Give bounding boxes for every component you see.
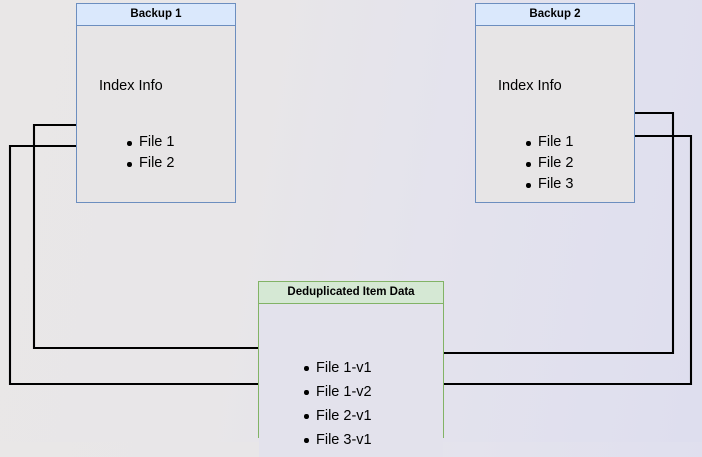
backup1-file-list: File 1 File 2 (126, 132, 174, 174)
diagram-canvas: Backup 1 Index Info File 1 File 2 Backup… (8, 3, 693, 457)
backup2-file-list: File 1 File 2 File 3 (525, 132, 573, 195)
backup1-box[interactable]: Backup 1 Index Info File 1 File 2 (76, 3, 236, 203)
backup2-box[interactable]: Backup 2 Index Info File 1 File 2 File 3 (475, 3, 635, 203)
backup1-body: Index Info File 1 File 2 (77, 26, 235, 203)
list-item[interactable]: File 1 (126, 132, 174, 153)
dedup-body: File 1-v1 File 1-v2 File 2-v1 File 3-v1 (259, 304, 443, 457)
backup1-title: Backup 1 (77, 4, 235, 26)
backup2-body: Index Info File 1 File 2 File 3 (476, 26, 634, 203)
list-item[interactable]: File 1-v1 (303, 356, 372, 380)
backup2-title: Backup 2 (476, 4, 634, 26)
dedup-title: Deduplicated Item Data (259, 282, 443, 304)
dedup-item-list: File 1-v1 File 1-v2 File 2-v1 File 3-v1 (303, 356, 372, 452)
backup1-index-info-label: Index Info (99, 78, 163, 94)
list-item[interactable]: File 1 (525, 132, 573, 153)
list-item[interactable]: File 1-v2 (303, 380, 372, 404)
connector-backup2-file2-to-file2v1 (389, 134, 693, 389)
connector-backup1-file2-to-file2v1 (8, 144, 297, 389)
list-item[interactable]: File 3-v1 (303, 428, 372, 452)
list-item[interactable]: File 2 (126, 153, 174, 174)
connector-backup2-file1-to-file1v2 (389, 111, 675, 358)
backup2-index-info-label: Index Info (498, 78, 562, 94)
list-item[interactable]: File 3 (525, 174, 573, 195)
deduplicated-item-data-box[interactable]: Deduplicated Item Data File 1-v1 File 1-… (258, 281, 444, 457)
list-item[interactable]: File 2 (525, 153, 573, 174)
list-item[interactable]: File 2-v1 (303, 404, 372, 428)
connector-layer (8, 111, 693, 389)
